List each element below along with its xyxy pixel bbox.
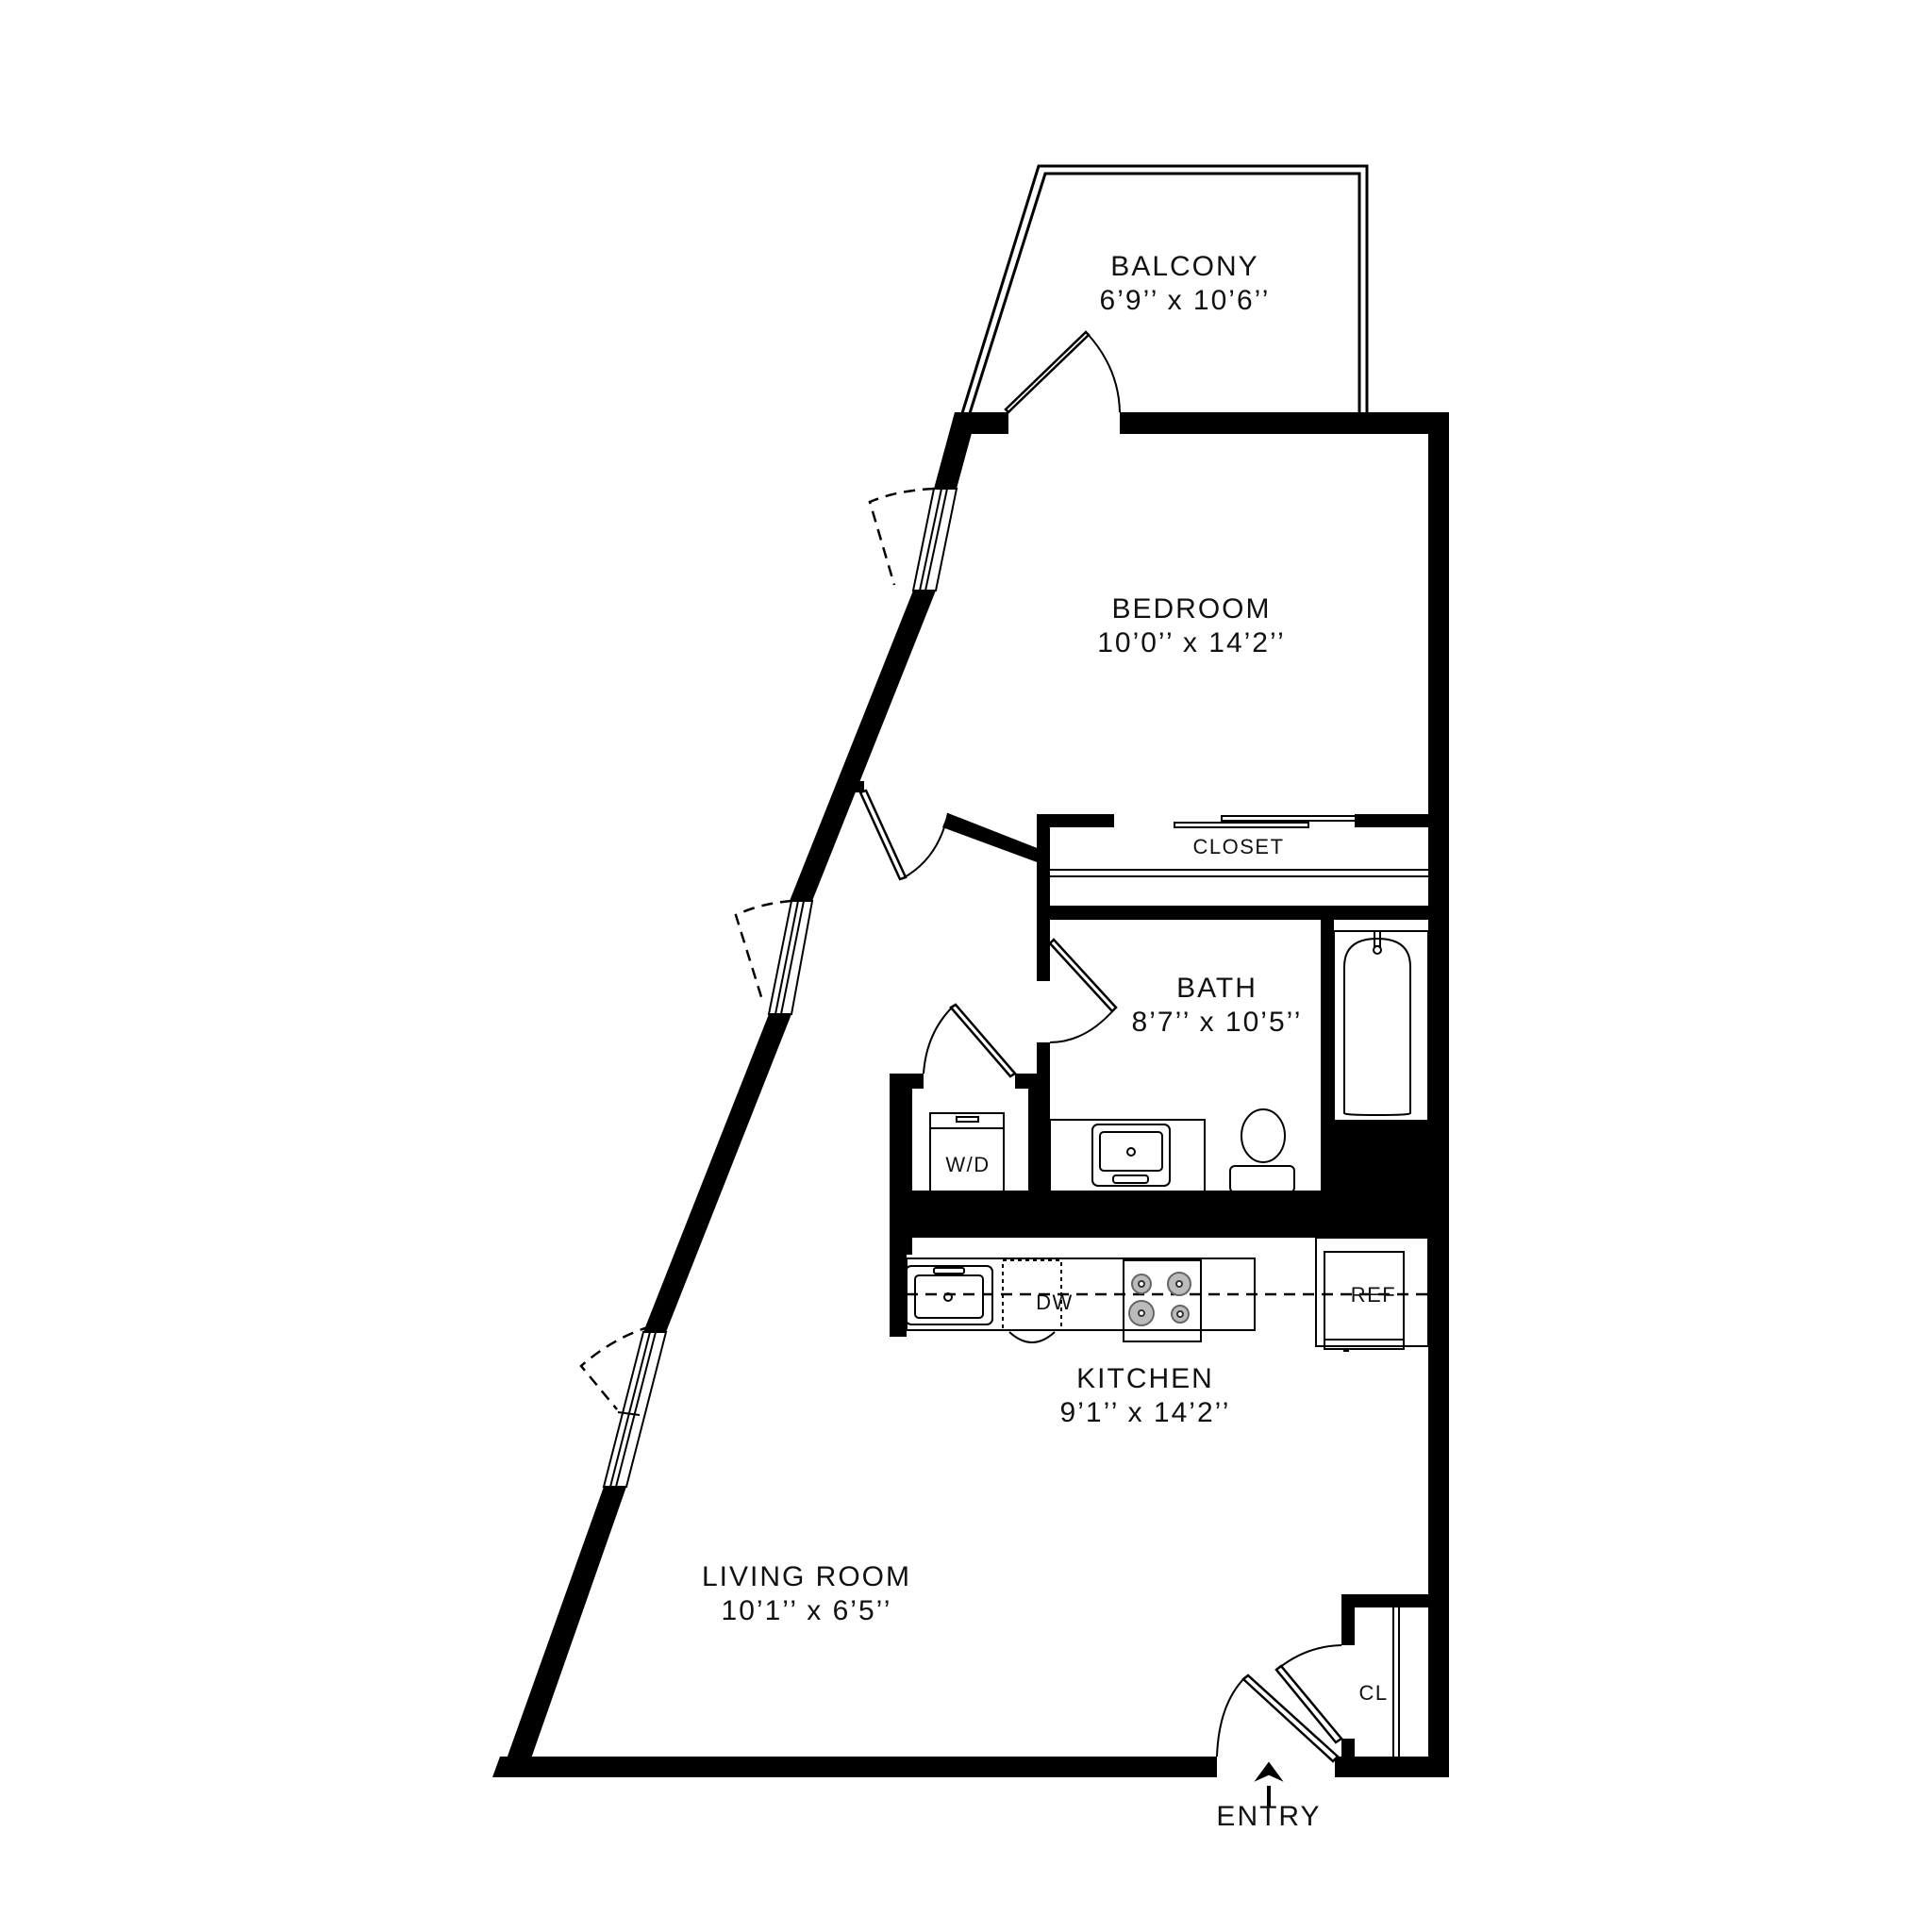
closet-sliding-doors — [1050, 815, 1428, 877]
room-name: KITCHEN — [1076, 1363, 1214, 1394]
room-label-balcony: BALCONY 6’9’’ x 10’6’’ — [1100, 250, 1271, 318]
range-cooktop — [1123, 1259, 1202, 1342]
balcony-railing — [960, 164, 1369, 414]
room-label-kitchen: KITCHEN 9’1’’ x 14’2’’ — [1060, 1362, 1231, 1430]
dishwasher-label: DW — [1036, 1291, 1074, 1314]
washer-dryer-label: W/D — [945, 1153, 991, 1176]
refrigerator-label: REF — [1350, 1283, 1397, 1307]
room-dimensions: 8’7’’ x 10’5’’ — [1131, 1007, 1303, 1038]
room-name: BATH — [1176, 973, 1257, 1004]
dishwasher — [1002, 1259, 1062, 1343]
washer-dryer-door — [923, 1003, 1017, 1078]
bath-door — [1048, 938, 1118, 1043]
room-name: BEDROOM — [1111, 593, 1272, 625]
exterior-walls — [492, 412, 1449, 1777]
window-bedroom — [868, 487, 958, 591]
room-dimensions: 6’9’’ x 10’6’’ — [1099, 285, 1271, 316]
entry-closet-label: CL — [1358, 1681, 1389, 1705]
room-dimensions: 10’0’’ x 14’2’’ — [1097, 627, 1286, 658]
window-living-lower — [579, 1324, 668, 1488]
vanity-sink — [1049, 1119, 1206, 1193]
balcony-door — [1004, 330, 1121, 414]
room-label-living-room: LIVING ROOM 10’1’’ x 6’5’’ — [702, 1560, 911, 1628]
closet-label: CLOSET — [1192, 835, 1285, 858]
bathtub — [1333, 930, 1429, 1122]
room-name: BALCONY — [1110, 251, 1259, 282]
toilet — [1229, 1108, 1295, 1193]
entry-door — [1216, 1674, 1340, 1763]
room-label-bath: BATH 8’7’’ x 10’5’’ — [1132, 972, 1303, 1040]
refrigerator — [1315, 1237, 1429, 1352]
arrow-up-icon — [1254, 1761, 1284, 1807]
washer-dryer — [929, 1112, 1005, 1194]
entry-label: ENTRY — [1216, 1801, 1322, 1832]
window-living-upper — [734, 899, 814, 1015]
room-label-bedroom: BEDROOM 10’0’’ x 14’2’’ — [1097, 592, 1286, 660]
room-dimensions: 10’1’’ x 6’5’’ — [721, 1595, 892, 1626]
entry-closet-rod — [1392, 1607, 1400, 1757]
interior-walls — [849, 781, 1449, 1767]
kitchen-sink — [905, 1265, 993, 1325]
room-dimensions: 9’1’’ x 14’2’’ — [1059, 1397, 1231, 1428]
room-name: LIVING ROOM — [701, 1561, 912, 1592]
bedroom-door — [858, 789, 949, 881]
entry-closet-door — [1274, 1644, 1343, 1744]
